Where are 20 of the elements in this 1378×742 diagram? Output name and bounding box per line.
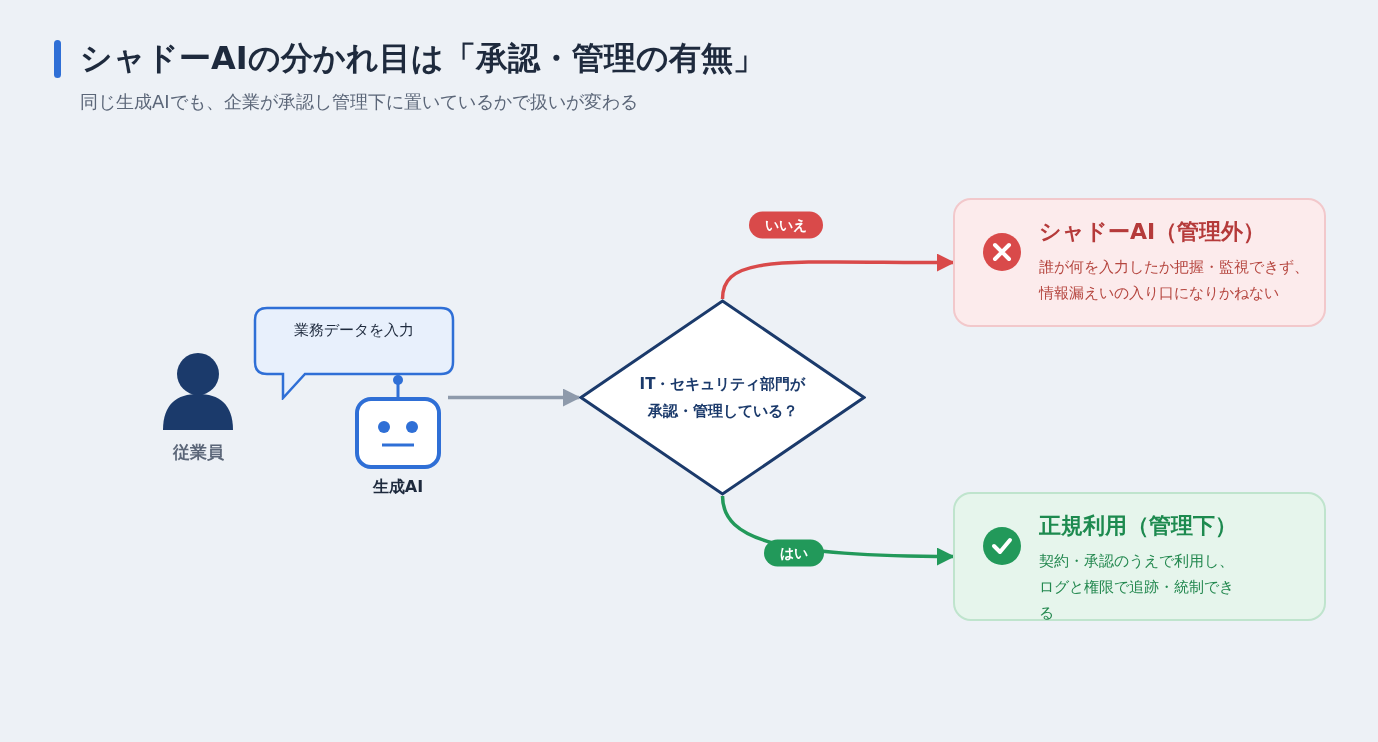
result-box <box>953 492 1326 621</box>
result-box <box>953 198 1326 327</box>
edge-label: はい <box>764 539 824 567</box>
speech-bubble <box>253 306 455 400</box>
title: シャドーAIの分かれ目は「承認・管理の有無」 <box>80 38 765 79</box>
node-caption: 生成AI <box>371 476 425 498</box>
node-text: IT・セキュリティ部門が承認・管理している？ <box>638 373 807 422</box>
arrow <box>448 388 581 407</box>
node-text: 誰が何を入力したか把握・監視できず、情報漏えいの入り口になりかねない <box>1039 257 1310 304</box>
arrow <box>720 253 955 300</box>
subtitle: 同じ生成AIでも、企業が承認し管理下に置いているかで扱いが変わる <box>80 90 638 114</box>
robot-icon <box>355 375 441 469</box>
edge-label: いいえ <box>749 211 823 239</box>
node-title: シャドーAI（管理外） <box>1039 218 1267 246</box>
node-text: 契約・承認のうえで利用し、ログと権限で追跡・統制できる <box>1039 551 1235 624</box>
person-icon <box>163 352 233 430</box>
node-text: 業務データを入力 <box>294 320 414 341</box>
decision-diamond <box>579 299 866 496</box>
node-caption: 従業員 <box>171 441 225 464</box>
node-title: 正規利用（管理下） <box>1039 512 1238 540</box>
